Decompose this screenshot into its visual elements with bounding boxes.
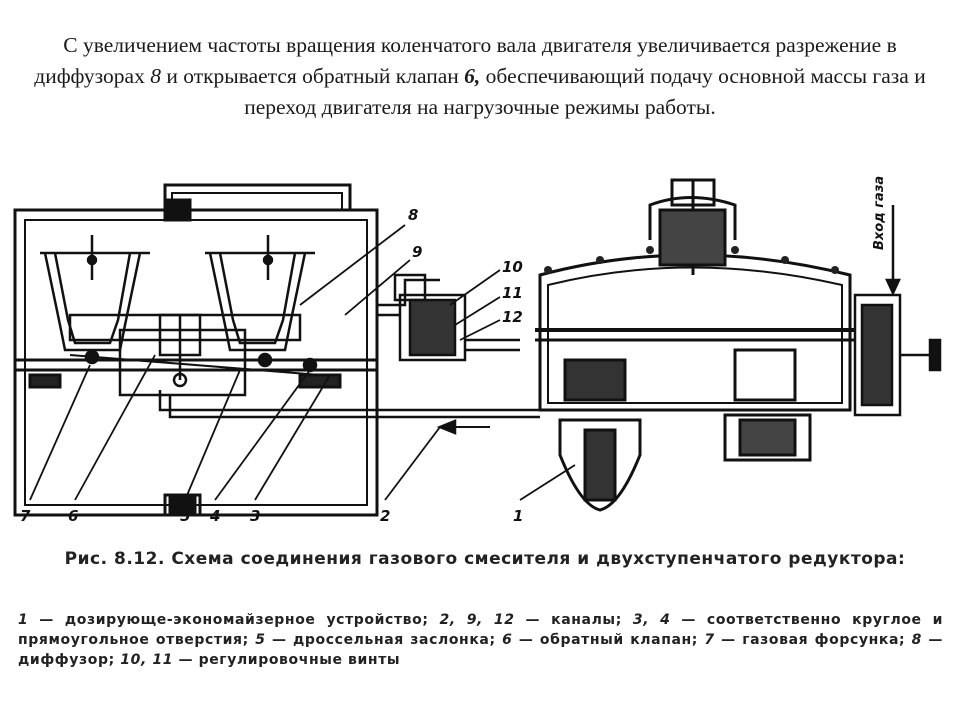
figure-caption-title: Рис. 8.12. Схема соединения газового сме…	[64, 549, 906, 569]
legend-text: — диффузор;	[18, 632, 943, 668]
label-6: 6	[68, 507, 78, 525]
label-3: 3	[250, 507, 260, 525]
legend-num: 1	[18, 612, 29, 628]
gas-inlet-fitting	[853, 205, 942, 417]
label-2: 2	[380, 507, 390, 525]
label-9: 9	[412, 243, 422, 261]
legend-num: 10, 11	[120, 652, 174, 668]
gas-inlet-label: Вход газа	[872, 176, 887, 250]
label-1: 1	[513, 507, 523, 525]
legend-text: — газовая форсунка;	[714, 632, 912, 648]
intro-paragraph: С увеличением частоты вращения коленчато…	[10, 30, 950, 123]
legend-num: 3, 4	[632, 612, 671, 628]
mixer-reducer-schematic: Вход газа 8 9 10 11 12 7 6 5 4 3 2 1	[13, 176, 942, 525]
legend-num: 2, 9, 12	[439, 612, 515, 628]
label-10: 10	[502, 258, 523, 276]
legend-num: 7	[704, 632, 715, 648]
legend-num: 5	[255, 632, 266, 648]
diffuser-left	[40, 235, 150, 352]
legend-text: — регулировочные винты	[173, 652, 401, 668]
mixer-outline	[13, 183, 379, 517]
legend-text: — каналы;	[514, 612, 633, 628]
diffuser-right	[205, 235, 315, 352]
legend-text: — дроссельная заслонка;	[265, 632, 503, 648]
intro-text-1: С увеличением частоты вращения коленчато…	[34, 33, 897, 88]
label-7: 7	[20, 507, 31, 525]
intro-text-3: обеспечивающий подачу основной массы газ…	[244, 64, 926, 119]
mixer-casing	[13, 208, 379, 517]
legend-num: 8	[911, 632, 922, 648]
label-12: 12	[502, 308, 523, 326]
legend-num: 6	[502, 632, 513, 648]
legend-text: — дозирующе-экономайзерное устройство;	[28, 612, 440, 628]
channels	[158, 278, 540, 435]
legend-text: — соответственно круглое и прямоугольное…	[18, 612, 944, 648]
intro-ref-8: 8	[150, 64, 161, 88]
legend-text: — обратный клапан;	[512, 632, 705, 648]
label-11: 11	[502, 284, 523, 302]
label-4: 4	[209, 507, 220, 525]
regulating-screws	[393, 273, 467, 362]
figure-legend: 1 — дозирующе-экономайзерное устройство;…	[18, 610, 943, 670]
leader-lines	[29, 224, 576, 501]
intro-text-2: и открывается обратный клапан	[160, 64, 465, 88]
reducer-body	[535, 178, 855, 512]
label-8: 8	[408, 206, 418, 224]
label-5: 5	[180, 507, 190, 525]
intro-ref-6: 6,	[464, 64, 481, 88]
reducer-bolts	[544, 246, 839, 274]
throttle-block	[68, 313, 321, 397]
